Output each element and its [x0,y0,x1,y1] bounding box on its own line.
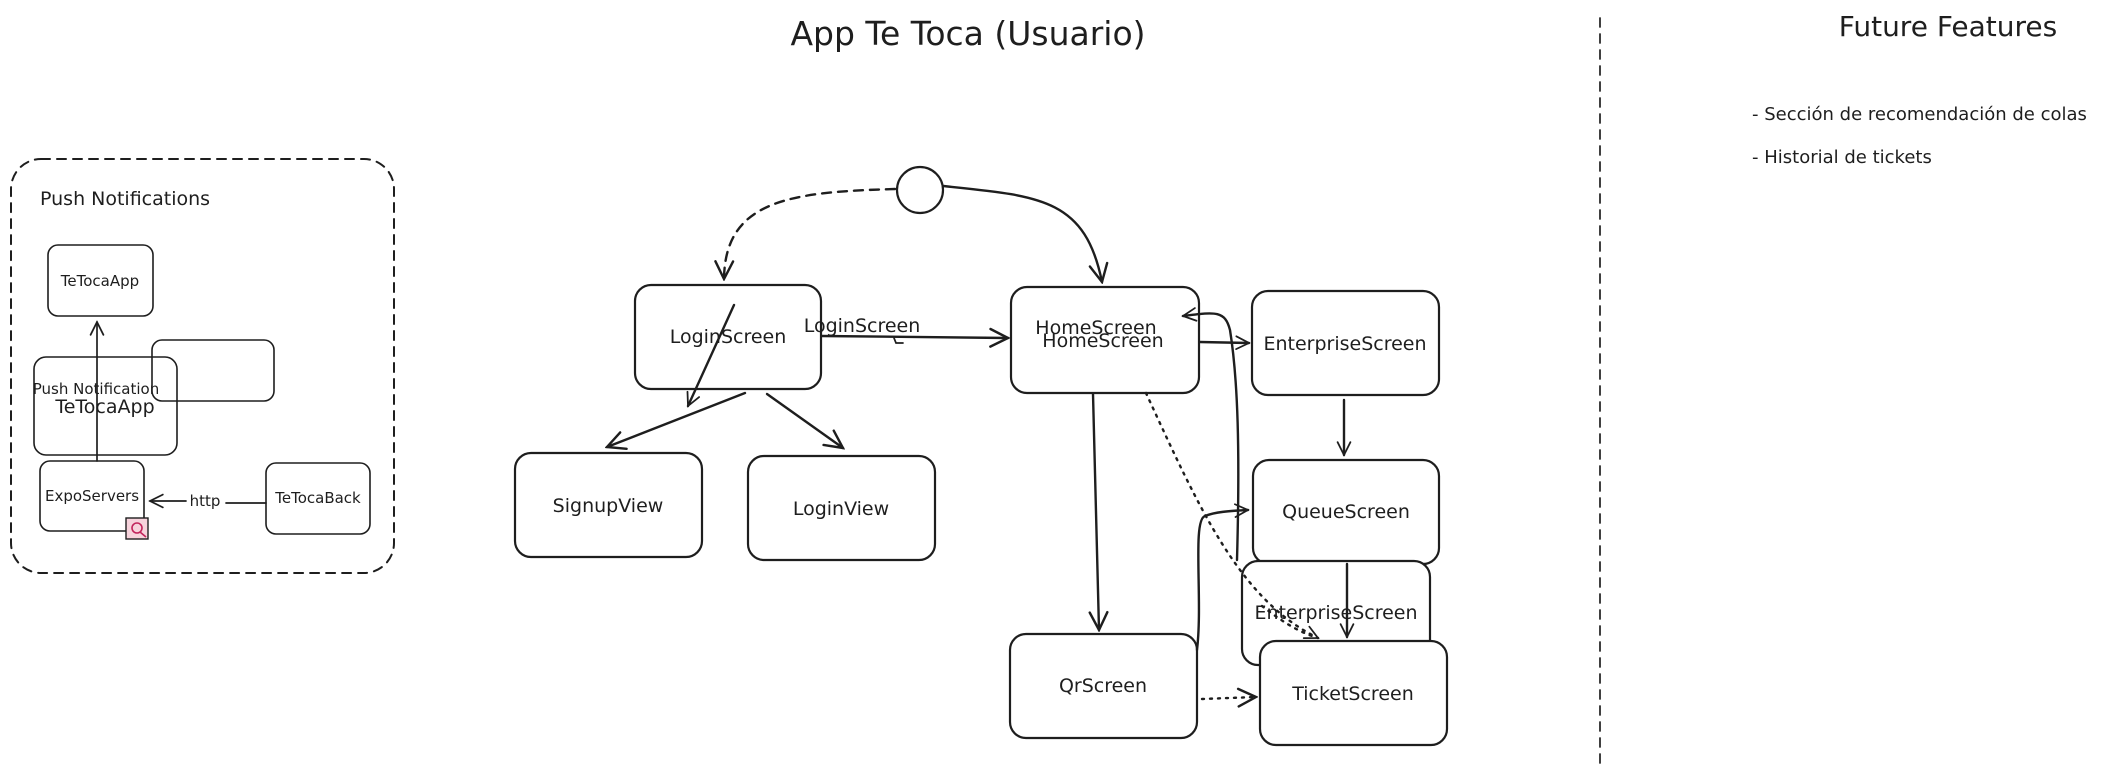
home-screen-label-b: HomeScreen [1042,330,1163,352]
login-to-home-arrow [820,336,1008,338]
future-features-title: Future Features [1839,10,2057,43]
login-to-loginview-arrow [765,392,843,448]
qr-to-ticket-dotted-arrow [1200,697,1256,699]
tetocaapp-top-node[interactable] [47,244,154,317]
signup-view-node[interactable] [513,451,704,559]
enterprise2-to-ticket-dotted-arrow [1260,604,1317,639]
login-view-node[interactable] [746,454,937,562]
home-to-ticket-dotted-arrow [1144,391,1318,640]
start-to-home-arrow [941,184,1102,282]
login-view-label: LoginView [793,498,889,520]
login-screen-node[interactable] [633,283,823,391]
exposervers-label: ExpoServers [45,487,139,505]
push-notification-edge-label: Push Notification [33,380,159,398]
tetocaback-label: TeTocaBack [274,489,361,507]
empty-box-node[interactable] [151,339,275,402]
queue-to-home-arrow [1183,313,1240,562]
enterprise-screen-label: EnterpriseScreen [1263,333,1426,355]
start-to-login-arrow [724,187,897,279]
queue-screen-label: QueueScreen [1282,501,1410,523]
tetocaapp-top-label: TeTocaApp [60,272,139,290]
qr-to-queue-arrow [1195,510,1248,652]
ticket-screen-node[interactable] [1258,639,1449,747]
home-screen-label-a: HomeScreen [1035,317,1156,339]
signup-view-label: SignupView [553,495,664,517]
login-screen-label: LoginScreen [670,326,787,348]
home-screen-node[interactable] [1009,285,1201,395]
embedded-image-icon [125,517,149,540]
diagram-title: App Te Toca (Usuario) [790,14,1145,53]
login-to-signup-arrow [607,391,747,447]
exposervers-node[interactable] [39,460,145,532]
qr-screen-label: QrScreen [1059,675,1147,697]
tetocaapp-label: TeTocaApp [54,396,154,418]
tetocaback-node[interactable] [265,462,371,535]
http-edge-label: http [190,492,221,510]
qr-screen-node[interactable] [1008,632,1199,740]
login-to-home-edge-label: LoginScreen [804,315,921,337]
push-notifications-title: Push Notifications [40,188,210,210]
start-node[interactable] [895,165,945,215]
home-to-enterprise-arrow [1198,342,1249,343]
push-notifications-group [10,158,395,574]
tetocaapp-node[interactable] [33,356,178,456]
login-to-signup-arrow-2 [688,303,736,406]
login-edge-tick [893,337,904,344]
enterprise-screen-node[interactable] [1250,289,1441,397]
future-item-ticket-history: - Historial de tickets [1752,147,1932,168]
enterprise-screen-2-label: EnterpriseScreen [1254,602,1417,624]
future-item-recommendation: - Sección de recomendación de colas [1752,104,2087,125]
home-to-qr-arrow [1093,392,1099,630]
ticket-screen-label: TicketScreen [1291,683,1414,705]
